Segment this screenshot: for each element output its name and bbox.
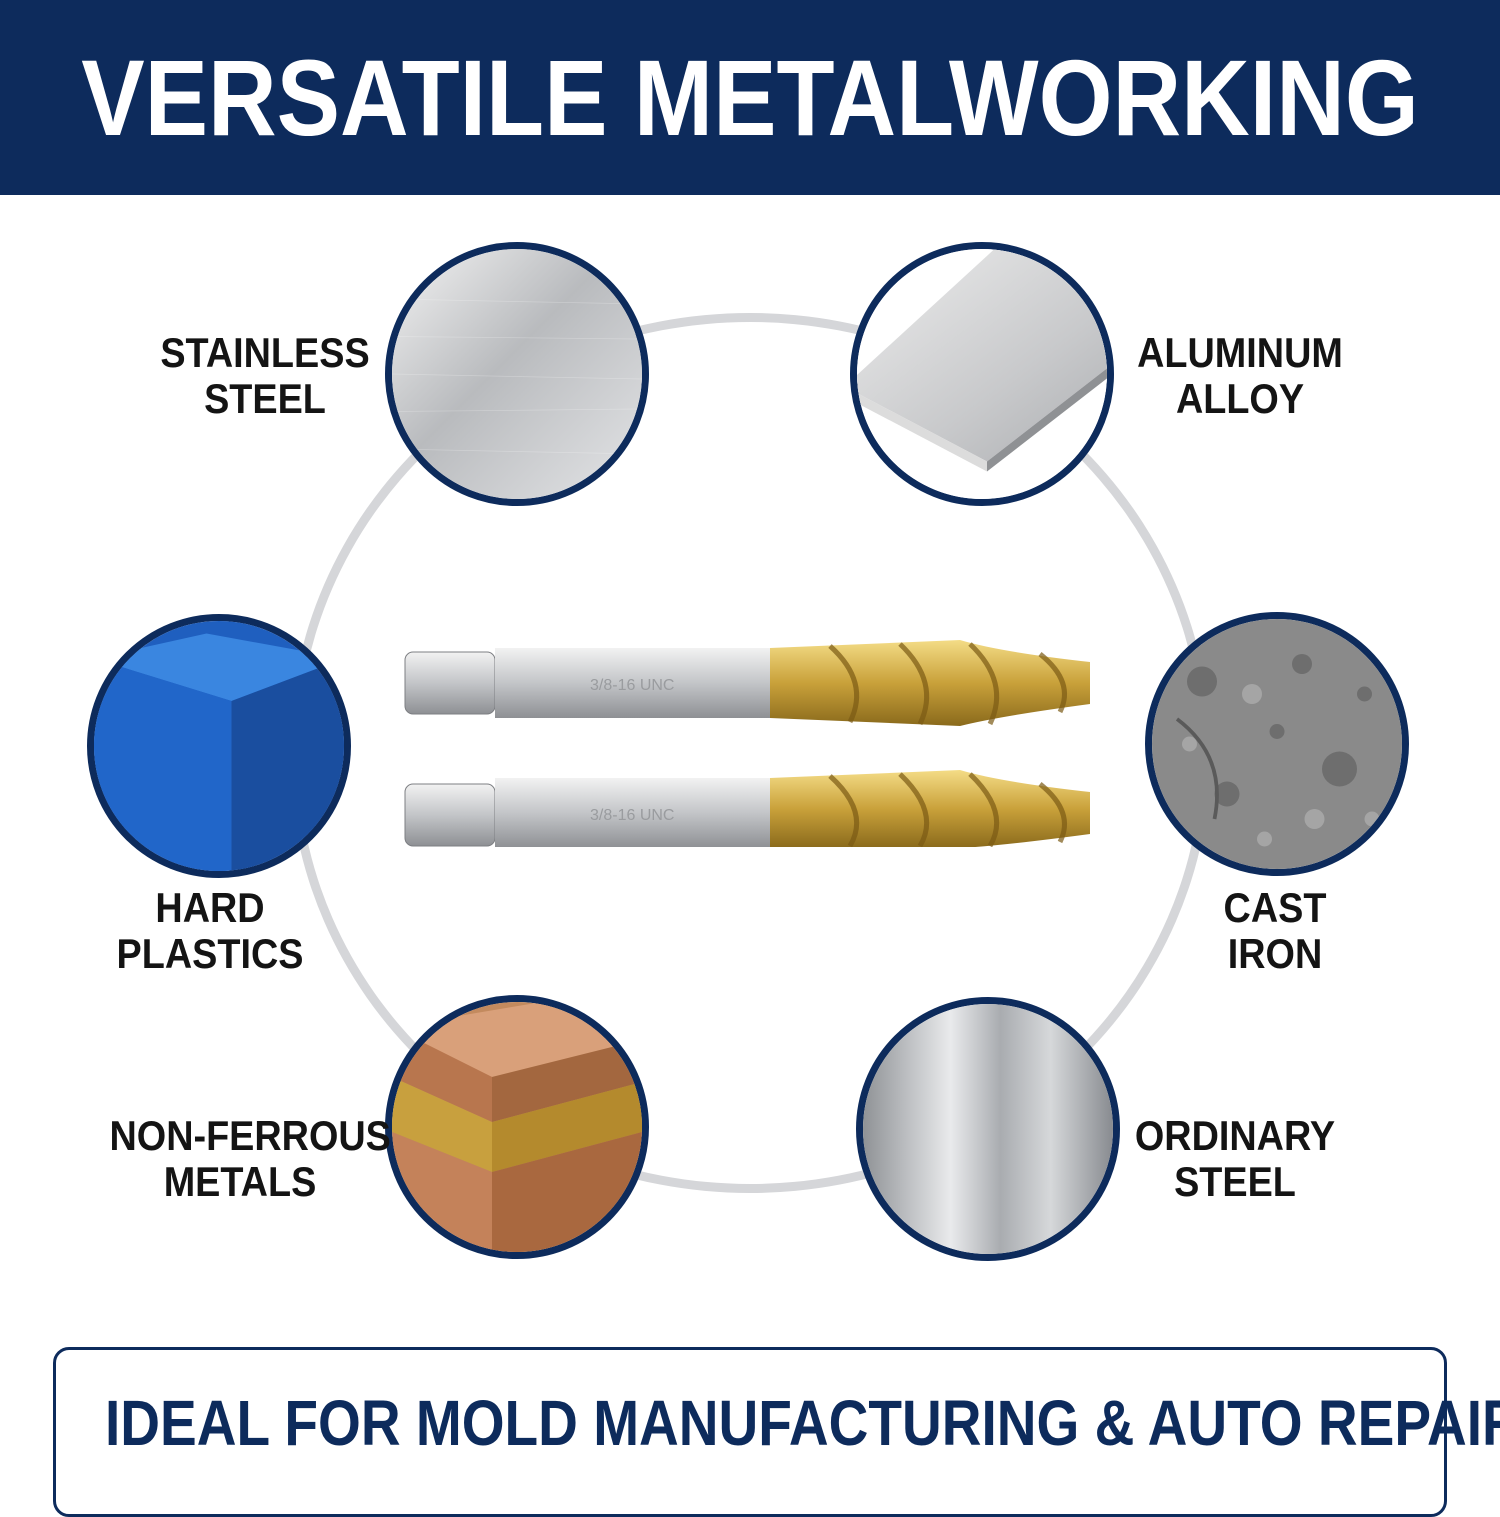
label-line: ALUMINUM [1137,329,1343,376]
label-line: HARD [155,884,265,931]
tap-engraving: 3/8-16 UNC [590,677,674,694]
label-line: PLASTICS [116,930,304,977]
label-line: CAST [1223,884,1327,931]
brushed-steel-icon [392,249,642,499]
label-aluminum-alloy: ALUMINUM ALLOY [1128,330,1353,422]
label-line: STEEL [204,375,326,422]
hard-plastics-disc [87,614,351,878]
footer-tagline: IDEAL FOR MOLD MANUFACTURING & AUTO REPA… [105,1387,1500,1459]
label-stainless-steel: STAINLESS STEEL [153,330,378,422]
label-line: ALLOY [1175,375,1305,422]
cast-iron-texture-icon [1152,619,1402,869]
non-ferrous-metals-disc [385,995,649,1259]
copper-brass-bars-icon [392,1002,642,1252]
label-line: METALS [163,1158,317,1205]
label-line: STAINLESS [160,329,370,376]
label-non-ferrous-metals: NON-FERROUS METALS [109,1112,391,1205]
blue-plastic-cube-icon [94,621,344,871]
aluminum-alloy-disc [850,242,1114,506]
label-line: ORDINARY [1134,1112,1336,1159]
steel-sheen-icon [863,1004,1113,1254]
aluminum-plate-icon [857,249,1107,499]
cast-iron-disc [1145,612,1409,876]
stainless-steel-disc [385,242,649,506]
spiral-taps-image: 3/8-16 UNC 3/8-16 UNC [400,632,1100,847]
label-line: STEEL [1174,1158,1296,1205]
header-banner: VERSATILE METALWORKING [0,0,1500,195]
label-line: IRON [1227,930,1323,977]
tap-top [404,640,1090,726]
tap-bottom [404,770,1090,847]
label-cast-iron: CAST IRON [1163,885,1388,977]
spiral-tap-icon: 3/8-16 UNC 3/8-16 UNC [404,640,1090,847]
bottom-banner [53,1347,1447,1517]
ordinary-steel-disc [856,997,1120,1261]
tap-engraving: 3/8-16 UNC [590,807,674,824]
label-line: NON-FERROUS [109,1112,391,1159]
page-title: VERSATILE METALWORKING [81,37,1419,158]
label-ordinary-steel: ORDINARY STEEL [1123,1113,1348,1205]
label-hard-plastics: HARD PLASTICS [98,885,323,977]
